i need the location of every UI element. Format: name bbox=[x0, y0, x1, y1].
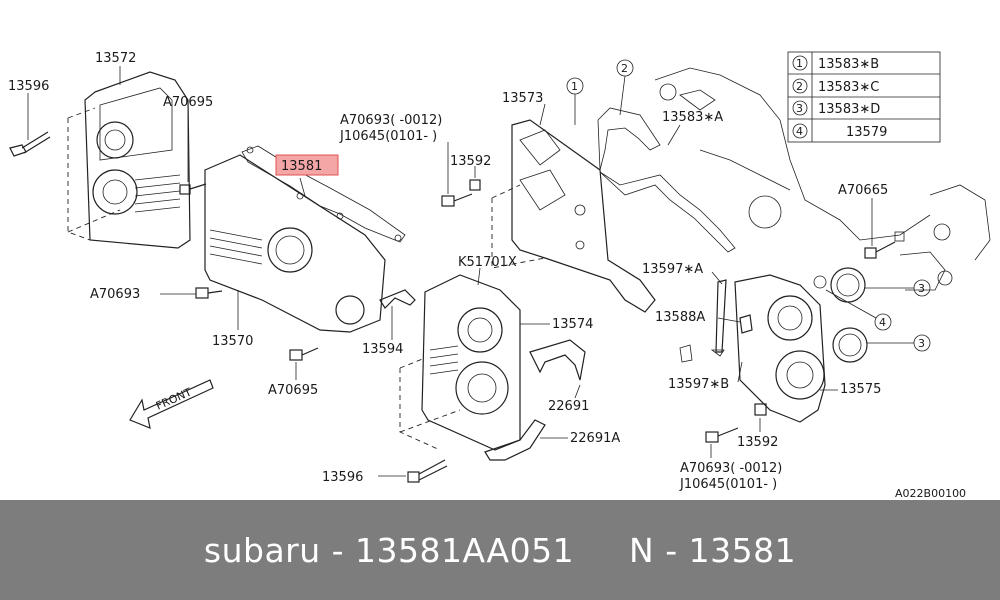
label-a70665: A70665 bbox=[838, 183, 888, 198]
label-13592-center: 13592 bbox=[450, 154, 491, 169]
footer-part-number: subaru - 13581AA051 N - 13581 bbox=[203, 530, 797, 570]
label-22691a: 22691A bbox=[570, 431, 620, 446]
legend-part-1: 13583∗B bbox=[818, 57, 879, 72]
bolt-a70695-upper bbox=[179, 183, 207, 195]
label-a70695-lower: A70695 bbox=[268, 383, 318, 398]
part-13594-clip bbox=[379, 289, 416, 309]
label-13597a: 13597∗A bbox=[642, 262, 703, 277]
bolt-a70693-right bbox=[705, 427, 739, 443]
legend-table: 1 2 3 4 13583∗B 13583∗C 13583∗D 13579 bbox=[787, 51, 941, 143]
bolt-13596-lower bbox=[407, 459, 448, 483]
diagram-code: A022B00100 bbox=[895, 487, 966, 500]
part-13570-plate bbox=[204, 154, 386, 333]
seal-rings bbox=[813, 267, 868, 363]
label-13592-right: 13592 bbox=[737, 435, 778, 450]
part-13573-plate bbox=[511, 119, 656, 313]
callout-4: 4 bbox=[879, 316, 886, 329]
nut-13592-right bbox=[754, 403, 767, 416]
part-22691a-bracket bbox=[484, 419, 546, 461]
bolt-13596-left bbox=[9, 131, 51, 157]
label-a70693-left: A70693 bbox=[90, 287, 140, 302]
label-a70693-right: A70693( -0012) bbox=[680, 461, 782, 476]
callout-1: 1 bbox=[571, 80, 578, 93]
callout-2: 2 bbox=[621, 62, 628, 75]
callout-3-lower: 3 bbox=[918, 337, 925, 350]
label-13570: 13570 bbox=[212, 334, 253, 349]
label-13574: 13574 bbox=[552, 317, 593, 332]
part-13574-cover bbox=[421, 274, 521, 451]
parts-diagram: 13596 13572 A70695 13581 A70693 13570 13… bbox=[8, 51, 991, 500]
part-22691-bracket bbox=[529, 339, 586, 381]
label-13573: 13573 bbox=[502, 91, 543, 106]
part-13597-tensioner bbox=[679, 279, 753, 363]
label-k51701x: K51701X bbox=[458, 255, 517, 270]
label-13581[interactable]: 13581 bbox=[281, 159, 322, 174]
bolt-a70693-left bbox=[195, 287, 223, 299]
label-j10645-center: J10645(0101- ) bbox=[339, 129, 437, 144]
label-front: FRONT bbox=[154, 385, 194, 412]
highlight-13581 bbox=[275, 154, 339, 176]
legend-num-1: 1 bbox=[796, 57, 803, 70]
footer-bar: subaru - 13581AA051 N - 13581 bbox=[0, 500, 1000, 600]
callout-3-upper: 3 bbox=[918, 282, 925, 295]
part-13572-cover bbox=[84, 71, 191, 249]
legend-part-4: 13579 bbox=[846, 125, 887, 140]
label-13597b: 13597∗B bbox=[668, 377, 729, 392]
label-13596-lower: 13596 bbox=[322, 470, 363, 485]
engine-block-outline bbox=[654, 67, 991, 291]
bolt-a70693-center bbox=[441, 193, 473, 207]
legend-num-3: 3 bbox=[796, 102, 803, 115]
label-13575: 13575 bbox=[840, 382, 881, 397]
legend-part-3: 13583∗D bbox=[818, 102, 880, 117]
label-22691: 22691 bbox=[548, 399, 589, 414]
legend-num-4: 4 bbox=[796, 125, 803, 138]
part-13583a-gasket bbox=[597, 107, 736, 253]
label-13594: 13594 bbox=[362, 342, 403, 357]
bolt-a70665 bbox=[864, 231, 905, 259]
nut-13592-center bbox=[469, 179, 481, 191]
label-a70695-upper: A70695 bbox=[163, 95, 213, 110]
label-a70693-center: A70693( -0012) bbox=[340, 113, 442, 128]
label-j10645-right: J10645(0101- ) bbox=[679, 477, 777, 492]
label-13572: 13572 bbox=[95, 51, 136, 66]
label-13583a: 13583∗A bbox=[662, 110, 723, 125]
label-13588a: 13588A bbox=[655, 310, 705, 325]
bolt-a70695-lower bbox=[289, 347, 319, 361]
legend-num-2: 2 bbox=[796, 80, 803, 93]
legend-part-2: 13583∗C bbox=[818, 80, 879, 95]
label-13596-left: 13596 bbox=[8, 79, 49, 94]
part-13575-cover bbox=[734, 274, 826, 423]
front-arrow-icon bbox=[129, 379, 214, 429]
